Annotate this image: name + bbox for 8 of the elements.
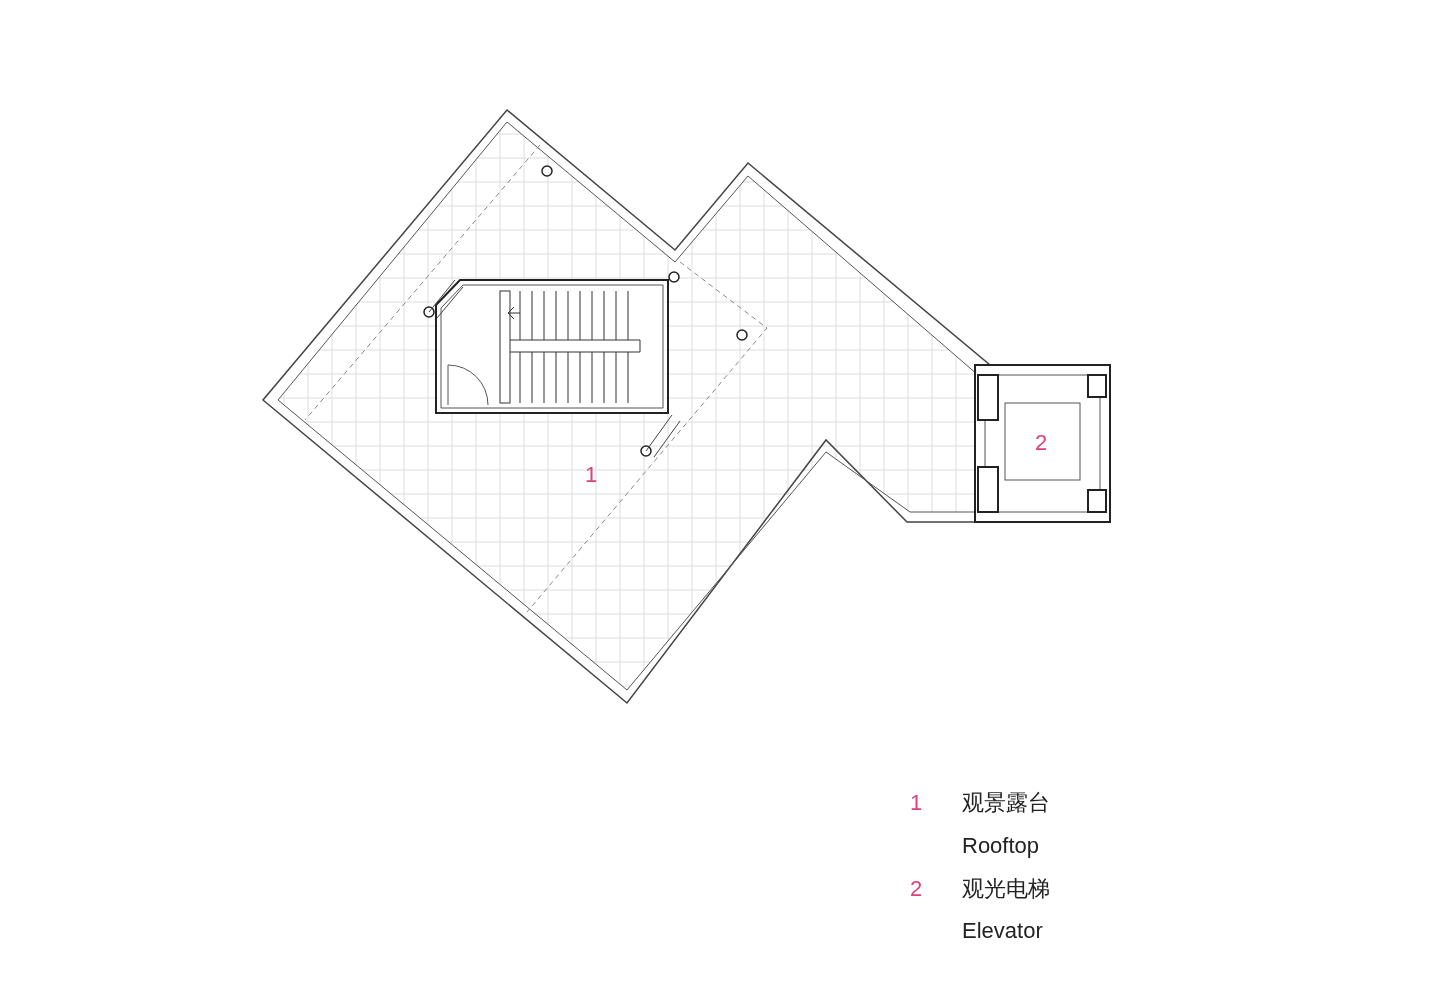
legend-number: 2 xyxy=(910,876,923,902)
legend-text: 观光电梯 xyxy=(962,876,1050,902)
legend-text: 观景露台 xyxy=(962,790,1050,816)
room-number: 1 xyxy=(585,462,598,488)
legend-text: Elevator xyxy=(962,918,1043,944)
legend-number: 1 xyxy=(910,790,923,816)
legend-text: Rooftop xyxy=(962,833,1040,859)
room-number: 2 xyxy=(1035,430,1048,456)
